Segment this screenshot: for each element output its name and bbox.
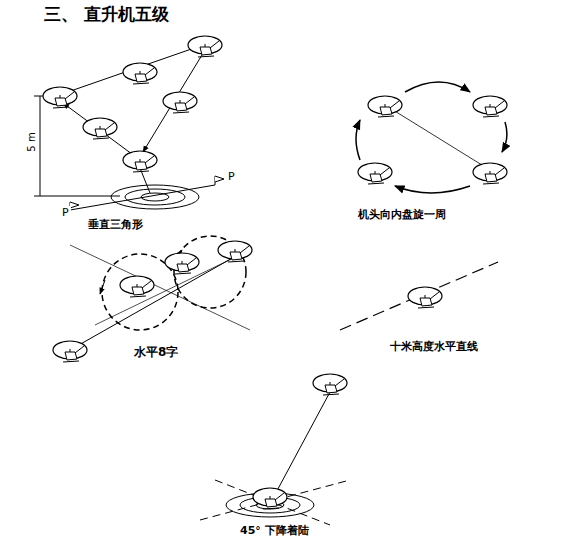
page-title: 三、 直升机五级: [42, 4, 171, 24]
point-marker: P: [60, 206, 71, 219]
maneuver-caption: 十米高度水平直线: [388, 340, 480, 353]
dimension-label: 5 m: [26, 130, 38, 153]
point-marker: P: [226, 170, 237, 183]
maneuver-caption: 水平8字: [132, 345, 180, 359]
maneuver-caption: 机头向内盘旋一周: [356, 208, 448, 221]
maneuver-caption: 45° 下降着陆: [238, 524, 311, 537]
maneuver-caption: 垂直三角形: [86, 218, 145, 231]
